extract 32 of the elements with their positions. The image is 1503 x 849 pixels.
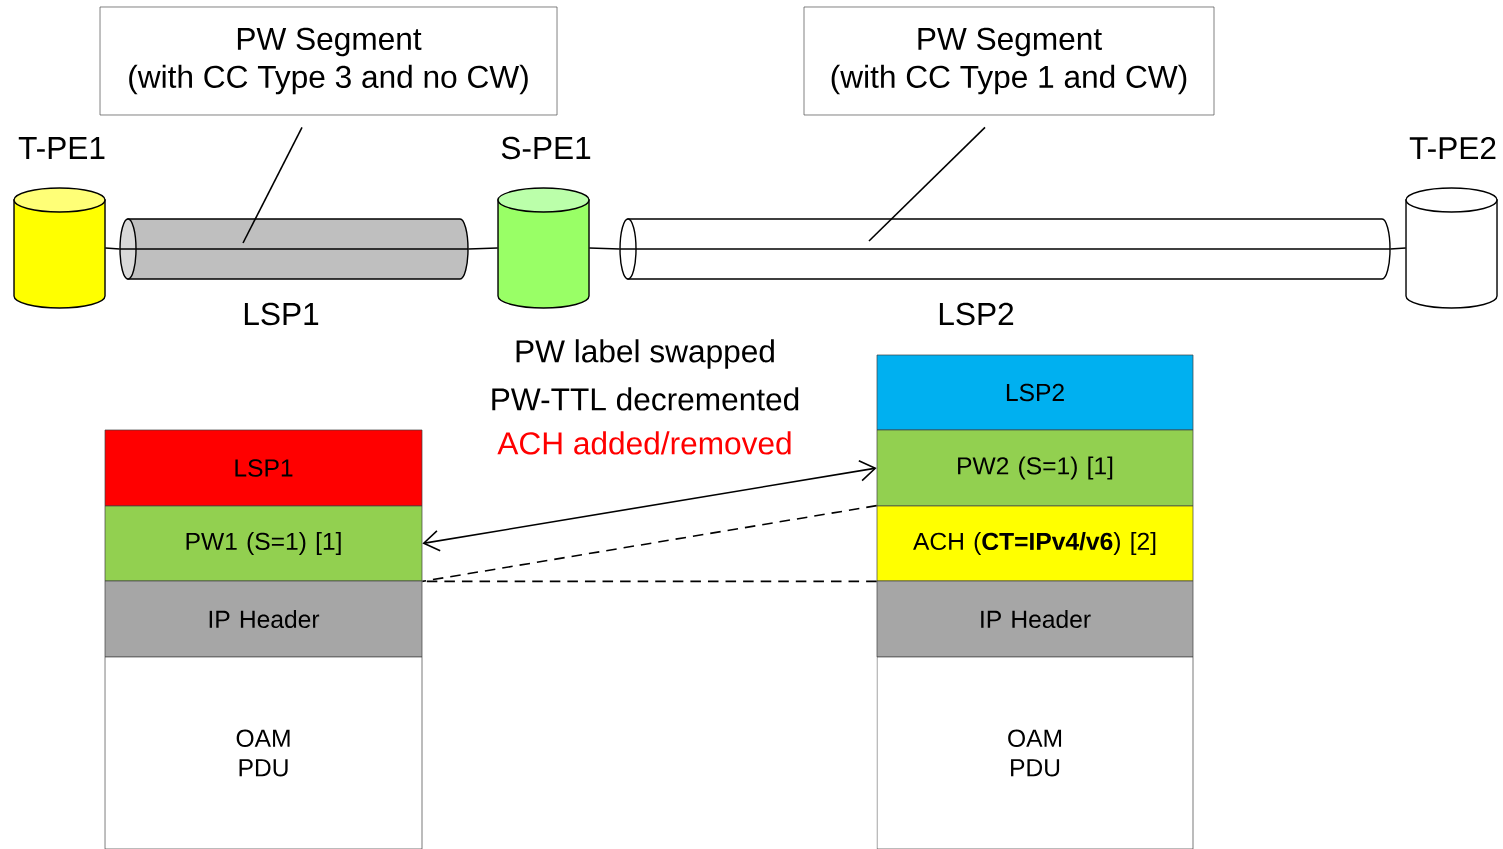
tunnel-pipe [619, 218, 1391, 280]
header-cell: PW2 (S=1) [1] [876, 429, 1194, 507]
cylinder [1405, 187, 1498, 309]
cylinder [497, 187, 590, 309]
tunnel-pipe [119, 218, 469, 280]
header-cell: ACH (CT=IPv4/v6) [2] [876, 505, 1194, 582]
connector-line [467, 247, 499, 250]
node-label: LSP1 [244, 302, 319, 326]
callout-box: PW Segment (with CC Type 3 and no CW) [99, 6, 558, 116]
connector-line [104, 247, 121, 250]
leader-line [868, 126, 986, 242]
annotation-text: PW label swapped [516, 339, 774, 369]
callout-box: PW Segment (with CC Type 1 and CW) [803, 6, 1215, 116]
node-label: S-PE1 [501, 136, 591, 160]
annotation-text: ACH added/removed [497, 431, 791, 455]
header-cell: OAM PDU [104, 656, 423, 849]
cylinder [13, 187, 106, 309]
annotation-text: PW-TTL decremented [492, 387, 799, 411]
header-cell: OAM PDU [876, 656, 1194, 849]
node-label: T-PE2 [1409, 136, 1496, 160]
header-cell: LSP2 [876, 354, 1194, 431]
header-cell: IP Header [876, 580, 1194, 658]
connector-line [1389, 247, 1407, 250]
connector-line [588, 247, 621, 250]
arrow [422, 460, 877, 552]
header-cell: IP Header [104, 580, 423, 658]
node-label: T-PE1 [18, 137, 105, 159]
header-cell: LSP1 [104, 429, 423, 507]
dashed-line [421, 504, 878, 583]
header-cell: PW1 (S=1) [1] [104, 505, 423, 582]
node-label: LSP2 [939, 302, 1014, 326]
leader-line [242, 126, 303, 244]
